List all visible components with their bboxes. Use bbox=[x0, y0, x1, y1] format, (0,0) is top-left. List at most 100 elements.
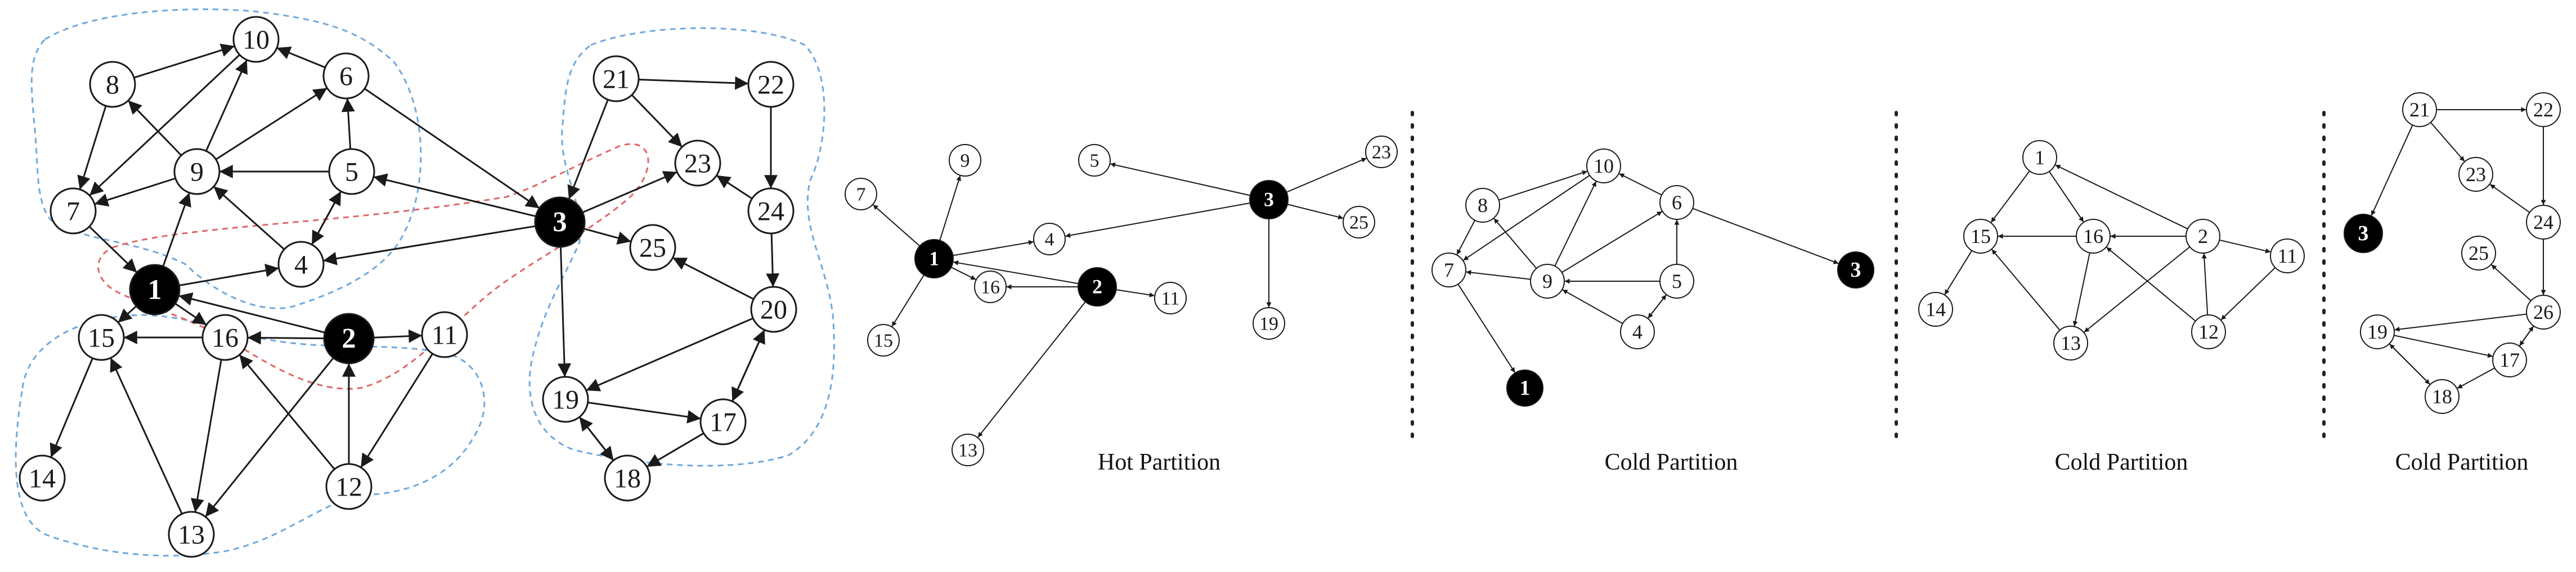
cold-b-node-label-14: 14 bbox=[1926, 298, 1946, 321]
cold-c-node-21: 21 bbox=[2402, 92, 2437, 127]
full-node-label-23: 23 bbox=[684, 148, 711, 178]
full-node-circle-8 bbox=[89, 61, 136, 108]
full-node-circle-25 bbox=[629, 224, 676, 271]
full-node-6: 6 bbox=[322, 52, 370, 100]
cold-a-node-label-5: 5 bbox=[1672, 270, 1682, 292]
cold-b-edge-12-to-16 bbox=[2106, 247, 2196, 322]
hot-node-circle-16 bbox=[974, 271, 1007, 303]
hot-node-1: 1 bbox=[914, 239, 954, 278]
cold-a-node-circle-4 bbox=[1620, 314, 1655, 349]
cold-a-node-circle-1 bbox=[1506, 370, 1543, 407]
full-edge-2-to-16 bbox=[247, 331, 325, 345]
full-node-circle-5 bbox=[328, 148, 375, 195]
full-node-circle-13 bbox=[168, 511, 215, 558]
cold-b-node-14: 14 bbox=[1918, 292, 1953, 327]
hot-node-13: 13 bbox=[952, 434, 984, 466]
cold-c-node-25: 25 bbox=[2461, 236, 2496, 271]
full-node-circle-23 bbox=[674, 139, 721, 187]
full-node-label-10: 10 bbox=[243, 25, 270, 55]
hot-edge-1-to-9 bbox=[939, 175, 962, 241]
full-edge-17-to-20 bbox=[731, 330, 765, 402]
hot-node-circle-15 bbox=[867, 324, 900, 357]
cold-c-node-label-26: 26 bbox=[2533, 301, 2553, 323]
cold-a-node-circle-3 bbox=[1837, 251, 1874, 289]
hot-node-25: 25 bbox=[1343, 206, 1375, 238]
cold-b-node-1: 1 bbox=[2022, 140, 2057, 175]
cold-c-node-label-24: 24 bbox=[2533, 211, 2553, 233]
full-node-circle-2 bbox=[323, 313, 375, 364]
cold-a-node-1: 1 bbox=[1506, 370, 1543, 407]
full-node-15: 15 bbox=[78, 314, 125, 361]
cold-c-node-26: 26 bbox=[2526, 295, 2561, 330]
full-edge-15-to-14 bbox=[50, 358, 93, 458]
full-edge-12-to-16 bbox=[239, 354, 335, 470]
cold-a-node-8: 8 bbox=[1465, 188, 1500, 223]
cold-c-node-17: 17 bbox=[2492, 343, 2527, 377]
full-node-label-18: 18 bbox=[614, 463, 641, 493]
full-node-circle-22 bbox=[747, 61, 795, 108]
full-node-circle-10 bbox=[232, 16, 280, 63]
hot-node-5: 5 bbox=[1078, 144, 1111, 177]
full-edge-9-to-8 bbox=[128, 100, 182, 156]
full-node-circle-18 bbox=[604, 454, 651, 502]
hot-node-15: 15 bbox=[867, 324, 900, 357]
full-node-circle-12 bbox=[325, 463, 373, 510]
hot-node-circle-2 bbox=[1078, 267, 1117, 307]
cold-b-edge-2-to-11 bbox=[2219, 239, 2271, 254]
cold-b-node-circle-14 bbox=[1918, 292, 1953, 327]
hot-edge-1-to-7 bbox=[873, 204, 921, 247]
full-node-label-8: 8 bbox=[106, 70, 119, 100]
full-node-22: 22 bbox=[747, 61, 795, 108]
cold-c-edge-21-to-3 bbox=[2371, 124, 2413, 216]
cold-c-node-circle-24 bbox=[2526, 205, 2561, 240]
cold-b-node-label-1: 1 bbox=[2035, 146, 2045, 169]
cold-c-node-circle-3 bbox=[2344, 214, 2383, 253]
hot-node-circle-19 bbox=[1253, 307, 1285, 340]
cold-a-node-label-1: 1 bbox=[1520, 376, 1531, 400]
cold-a-node-9: 9 bbox=[1530, 264, 1565, 299]
partition-outline-blue-bottom-left bbox=[15, 314, 486, 557]
full-node-circle-16 bbox=[201, 314, 249, 361]
cold-b-edge-1-to-16 bbox=[2049, 171, 2084, 222]
hot-node-label-15: 15 bbox=[874, 331, 893, 352]
full-node-circle-9 bbox=[173, 148, 221, 195]
hot-edge-2-to-11 bbox=[1116, 289, 1155, 298]
caption-cold-partition-a: Cold Partition bbox=[1605, 449, 1738, 475]
cold-b-edge-2-to-13 bbox=[2084, 246, 2191, 333]
hot-node-circle-5 bbox=[1078, 144, 1111, 177]
cold-a-node-circle-8 bbox=[1465, 188, 1500, 223]
full-edge-4-to-9 bbox=[213, 186, 285, 250]
full-edge-21-to-22 bbox=[638, 76, 749, 90]
cold-b-node-16: 16 bbox=[2076, 219, 2111, 254]
hot-node-19: 19 bbox=[1253, 307, 1285, 340]
full-node-25: 25 bbox=[629, 224, 676, 271]
hot-node-label-7: 7 bbox=[856, 184, 866, 205]
full-edge-9-to-10 bbox=[205, 60, 248, 152]
full-edge-3-to-23 bbox=[582, 171, 677, 214]
full-node-label-1: 1 bbox=[147, 273, 161, 305]
full-edge-24-to-23 bbox=[716, 175, 753, 200]
cold-c-node-19: 19 bbox=[2360, 314, 2395, 349]
full-node-label-12: 12 bbox=[335, 472, 362, 502]
cold-b-edge-12-to-2 bbox=[2201, 253, 2209, 316]
cold-b-node-12: 12 bbox=[2191, 314, 2226, 349]
cold-b-node-label-2: 2 bbox=[2198, 225, 2208, 247]
full-node-12: 12 bbox=[325, 463, 373, 510]
full-node-21: 21 bbox=[593, 55, 640, 102]
full-node-14: 14 bbox=[19, 454, 66, 502]
full-node-16: 16 bbox=[201, 314, 249, 361]
cold-a-node-label-6: 6 bbox=[1672, 191, 1682, 214]
full-edge-7-to-1 bbox=[88, 226, 137, 273]
full-node-20: 20 bbox=[750, 286, 797, 333]
hot-node-23: 23 bbox=[1365, 136, 1398, 168]
full-edge-2-to-13 bbox=[205, 357, 334, 517]
hot-node-circle-23 bbox=[1365, 136, 1398, 168]
cold-b-node-label-16: 16 bbox=[2083, 225, 2103, 247]
cold-a-node-4: 4 bbox=[1620, 314, 1655, 349]
cold-a-edge-8-to-10 bbox=[1498, 170, 1587, 201]
full-edge-13-to-15 bbox=[110, 358, 183, 515]
